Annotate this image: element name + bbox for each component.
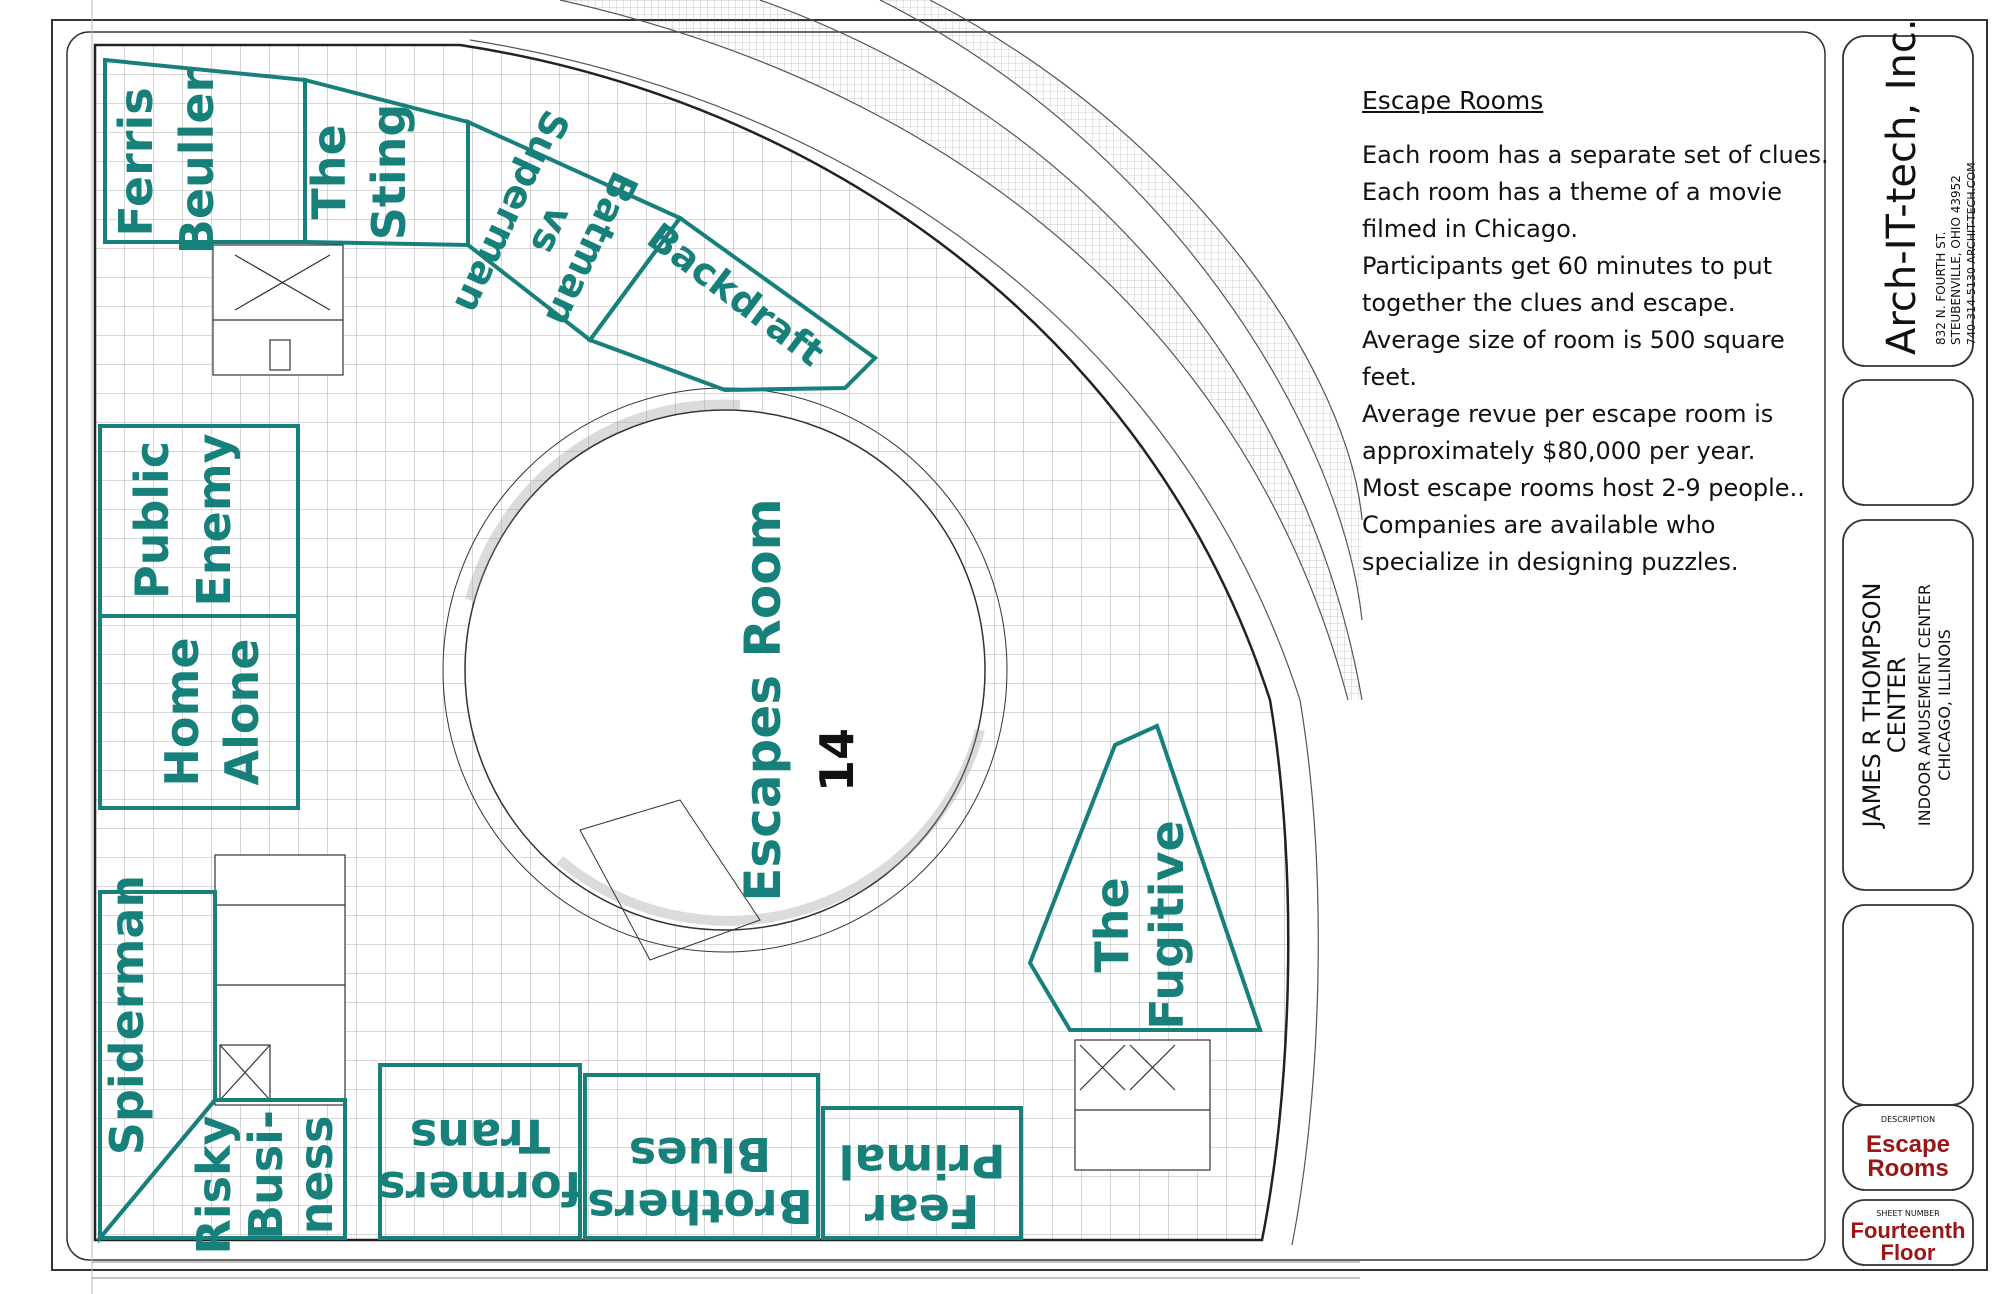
label-sting-line1: The — [302, 124, 356, 219]
label-spiderman: Spiderman — [100, 875, 154, 1155]
label-transformers-line1: Trans — [410, 1109, 550, 1163]
room-primal-fear — [821, 1106, 1023, 1240]
company-address-3: 740-314-5130 ARCHIT-TECH.COM — [1965, 162, 1978, 345]
company-address-1: 832 N. FOURTH ST. — [1934, 232, 1948, 345]
sheet-number-line-2: Floor — [1881, 1240, 1936, 1265]
notes-panel: Escape Rooms Each room has a separate se… — [1362, 82, 1832, 581]
note-line-4: Average size of room is 500 square feet. — [1362, 326, 1785, 391]
label-ferris-line1: Ferris — [109, 87, 163, 236]
core-east — [1074, 1039, 1211, 1171]
room-transformers — [378, 1063, 582, 1240]
floor-outline — [93, 43, 1290, 1242]
notes-title: Escape Rooms — [1362, 86, 1544, 115]
atrium — [442, 387, 1008, 961]
sheet-number-line-1: Fourteenth — [1851, 1218, 1966, 1243]
project-name-4: CHICAGO, ILLINOIS — [1935, 629, 1954, 781]
label-sting-line2: Sting — [362, 104, 416, 241]
label-risky-line3: ness — [289, 1116, 343, 1235]
room-outlines — [95, 57, 1263, 1244]
label-transformers-line2: formers — [378, 1161, 582, 1215]
company-address-2: STEUBENVILLE, OHIO 43952 — [1949, 175, 1963, 345]
project-name-2: CENTER — [1883, 657, 1911, 753]
label-fugitive-line1: The — [1085, 877, 1139, 972]
room-the-fugitive — [1027, 723, 1263, 1032]
label-risky-line1: Risky — [187, 1115, 241, 1254]
title-block — [1842, 35, 1974, 1266]
project-name-1: JAMES R THOMPSON — [1858, 583, 1886, 830]
label-public-enemy-line1: Public — [125, 441, 179, 599]
description-line-2: Rooms — [1867, 1155, 1948, 1182]
label-fugitive-line2: Fugitive — [1140, 820, 1194, 1030]
room-blues-brothers — [583, 1073, 820, 1240]
label-risky-line2: Busi- — [239, 1110, 293, 1240]
core-north — [212, 244, 344, 376]
room-home-alone — [98, 614, 300, 810]
note-line-6: Most escape rooms host 2-9 people.. — [1362, 474, 1805, 502]
description-label: DESCRIPTION — [1881, 1115, 1935, 1124]
label-primal-line1: Primal — [839, 1134, 1006, 1188]
room-backdraft — [586, 215, 879, 393]
project-name-3: INDOOR AMUSEMENT CENTER — [1915, 584, 1934, 826]
note-line-5: Average revue per escape room is approxi… — [1362, 400, 1774, 465]
label-room-number: 14 — [810, 728, 864, 792]
label-blues-line2: Brothers — [587, 1179, 812, 1233]
core-west — [214, 854, 346, 1106]
note-line-1: Each room has a separate set of clues. — [1362, 141, 1829, 169]
sheet-number-label: SHEET NUMBER — [1876, 1209, 1940, 1218]
label-blues-line1: Blues — [629, 1127, 771, 1181]
label-escapes-room: Escapes Room — [734, 498, 792, 901]
label-primal-line2: Fear — [864, 1184, 979, 1238]
note-line-2: Each room has a theme of a movie filmed … — [1362, 178, 1782, 243]
description-line-1: Escape — [1866, 1131, 1950, 1158]
label-public-enemy-line2: Enemy — [187, 433, 241, 606]
room-risky-business — [95, 1098, 347, 1240]
label-home-alone-line2: Alone — [215, 639, 269, 786]
sheet-border — [51, 19, 1988, 1271]
note-line-7: Companies are available who specialize i… — [1362, 511, 1739, 576]
label-home-alone-line1: Home — [155, 637, 209, 786]
company-name: Arch-IT-tech, Inc. — [1879, 18, 1925, 355]
note-line-3: Participants get 60 minutes to put toget… — [1362, 252, 1773, 317]
label-ferris-line2: Beuller — [170, 69, 224, 254]
